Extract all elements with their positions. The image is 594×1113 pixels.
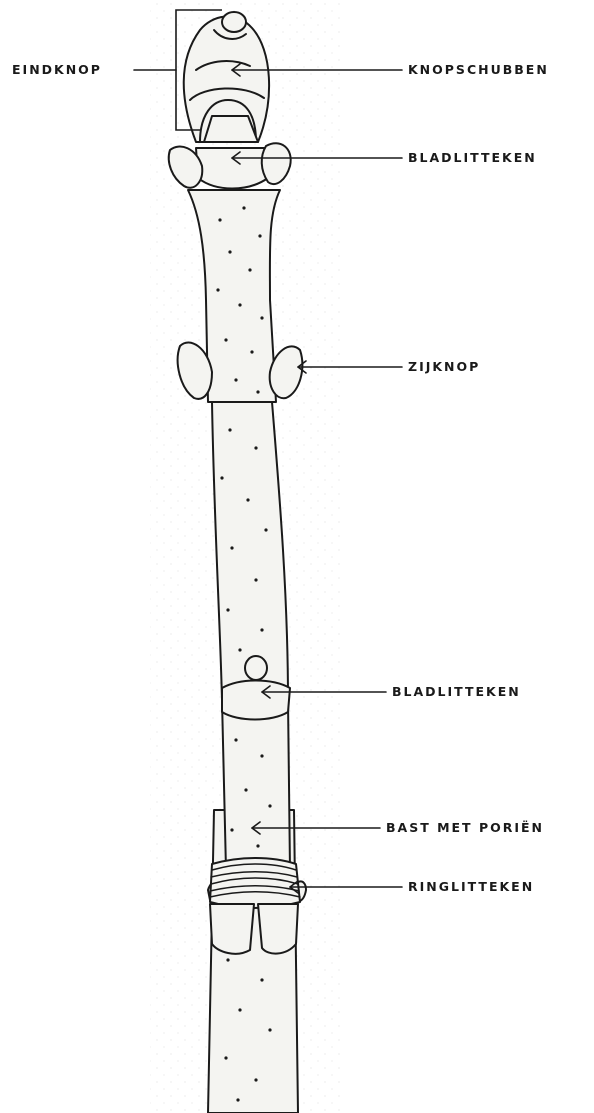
scale-scar-right	[258, 904, 298, 954]
label-bud-scales: KNOPSCHUBBEN	[408, 63, 549, 77]
label-ring-scar: RINGLITTEKEN	[408, 880, 534, 894]
leaf-scar-middle	[222, 681, 290, 720]
label-bark-with-pores: BAST MET PORIËN	[386, 821, 544, 835]
small-bud-middle	[245, 656, 267, 680]
label-terminal-bud: EINDKNOP	[12, 63, 102, 77]
label-lateral-bud: ZIJKNOP	[408, 360, 480, 374]
label-leaf-scar-top: BLADLITTEKEN	[408, 151, 537, 165]
ring-scar-band	[210, 858, 300, 908]
leaf-scar-upper	[196, 148, 268, 189]
label-leaf-scar-middle: BLADLITTEKEN	[392, 685, 521, 699]
bud-neck	[204, 116, 258, 142]
scale-scar-left	[210, 904, 254, 954]
bud-tip	[222, 12, 246, 32]
stem-lower-segment	[212, 402, 290, 870]
